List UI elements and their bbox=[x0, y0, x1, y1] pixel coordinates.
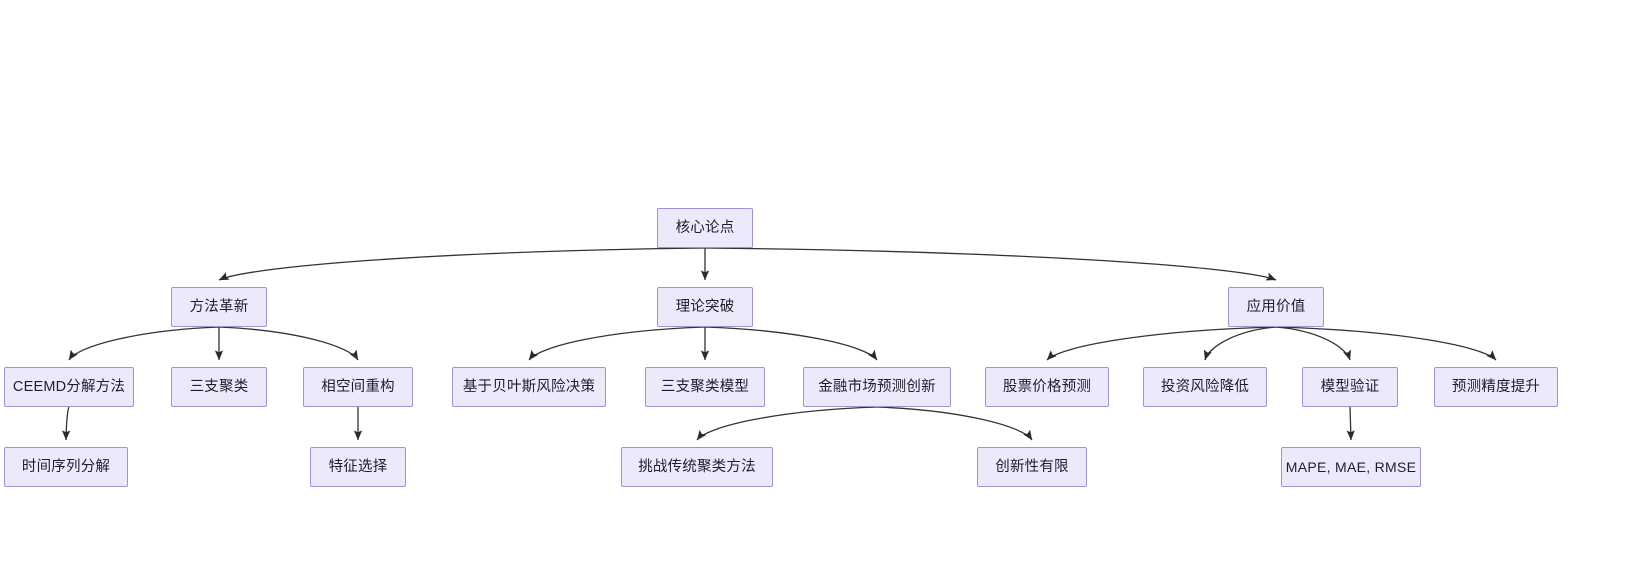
node-label: 方法革新 bbox=[189, 298, 249, 315]
node-label: 时间序列分解 bbox=[21, 458, 111, 475]
node-l2b1[interactable]: 基于贝叶斯风险决策 bbox=[452, 367, 606, 407]
node-l2c2[interactable]: 投资风险降低 bbox=[1143, 367, 1267, 407]
node-label: 股票价格预测 bbox=[1002, 378, 1092, 395]
node-l3b2[interactable]: 创新性有限 bbox=[977, 447, 1087, 487]
edge-l2c3-to-l3c1 bbox=[1346, 406, 1355, 441]
node-l3c1[interactable]: MAPE, MAE, RMSE bbox=[1281, 447, 1421, 487]
node-label: 相空间重构 bbox=[321, 378, 395, 395]
node-label: 投资风险降低 bbox=[1160, 378, 1250, 395]
node-l3a1[interactable]: 时间序列分解 bbox=[4, 447, 128, 487]
edge-l1c-to-l2c1 bbox=[1046, 326, 1277, 361]
node-label: 特征选择 bbox=[328, 458, 388, 475]
node-l2b2[interactable]: 三支聚类模型 bbox=[645, 367, 765, 407]
edge-root-to-l1a bbox=[218, 247, 706, 281]
edge-l2a1-to-l3a1 bbox=[61, 406, 71, 441]
edge-l1a-to-l2a1 bbox=[68, 326, 220, 361]
node-l1a[interactable]: 方法革新 bbox=[171, 287, 267, 327]
edge-root-to-l1c bbox=[704, 247, 1277, 281]
edge-l2b3-to-l3b1 bbox=[696, 406, 878, 441]
node-l2c3[interactable]: 模型验证 bbox=[1302, 367, 1398, 407]
node-l2a2[interactable]: 三支聚类 bbox=[171, 367, 267, 407]
node-label: 核心论点 bbox=[675, 219, 735, 236]
node-l1c[interactable]: 应用价值 bbox=[1228, 287, 1324, 327]
node-label: MAPE, MAE, RMSE bbox=[1285, 459, 1417, 475]
node-l3b1[interactable]: 挑战传统聚类方法 bbox=[621, 447, 773, 487]
edge-l1b-to-l2b3 bbox=[704, 326, 878, 361]
node-label: 应用价值 bbox=[1246, 298, 1306, 315]
edge-l1b-to-l2b1 bbox=[528, 326, 706, 361]
node-label: 金融市场预测创新 bbox=[818, 378, 936, 395]
edge-l2b3-to-l3b2 bbox=[876, 406, 1033, 441]
node-label: 创新性有限 bbox=[995, 458, 1069, 475]
node-l2b3[interactable]: 金融市场预测创新 bbox=[803, 367, 951, 407]
node-l1b[interactable]: 理论突破 bbox=[657, 287, 753, 327]
edge-l1a-to-l2a3 bbox=[218, 326, 359, 361]
node-label: 挑战传统聚类方法 bbox=[638, 458, 756, 475]
node-label: 模型验证 bbox=[1320, 378, 1380, 395]
node-label: 三支聚类 bbox=[189, 378, 249, 395]
node-l2a1[interactable]: CEEMD分解方法 bbox=[4, 367, 134, 407]
node-label: 预测精度提升 bbox=[1451, 378, 1541, 395]
edge-l1c-to-l2c2 bbox=[1203, 326, 1277, 361]
node-l2c1[interactable]: 股票价格预测 bbox=[985, 367, 1109, 407]
edge-l1c-to-l2c3 bbox=[1275, 326, 1352, 361]
node-label: 理论突破 bbox=[675, 298, 735, 315]
node-label: 基于贝叶斯风险决策 bbox=[462, 378, 596, 395]
node-label: 三支聚类模型 bbox=[660, 378, 750, 395]
node-l3a2[interactable]: 特征选择 bbox=[310, 447, 406, 487]
edges-group bbox=[61, 247, 1497, 441]
node-l2c4[interactable]: 预测精度提升 bbox=[1434, 367, 1558, 407]
node-l2a3[interactable]: 相空间重构 bbox=[303, 367, 413, 407]
node-label: CEEMD分解方法 bbox=[12, 378, 126, 395]
node-root[interactable]: 核心论点 bbox=[657, 208, 753, 248]
edge-l1c-to-l2c4 bbox=[1275, 326, 1497, 361]
